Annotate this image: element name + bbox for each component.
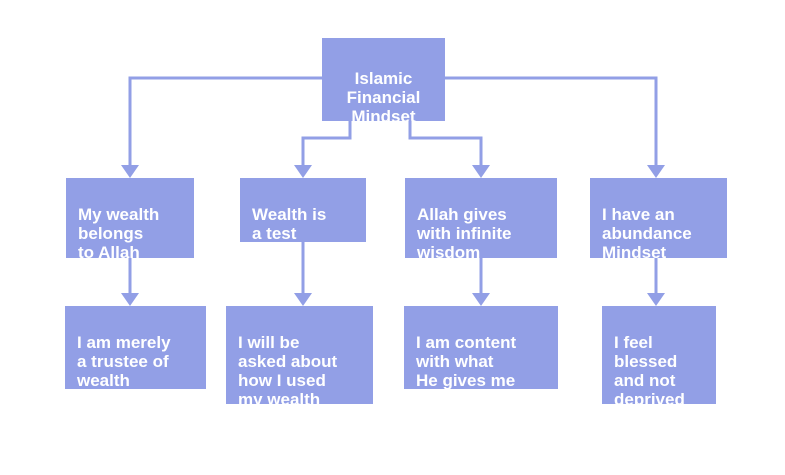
arrowhead-child-1	[121, 293, 139, 306]
arrowhead-branch-2	[294, 165, 312, 178]
branch-node-1: My wealth belongs to Allah	[66, 178, 194, 262]
arrowhead-branch-3	[472, 165, 490, 178]
child-node-label: I am content with what He gives me	[416, 333, 517, 390]
branch-node-label: My wealth belongs to Allah	[78, 205, 160, 262]
root-node-label: Islamic Financial Mindset	[346, 69, 421, 126]
arrowhead-child-3	[472, 293, 490, 306]
branch-node-label: Wealth is a test	[252, 205, 327, 243]
connector-root-branch-3	[408, 121, 483, 168]
child-node-1: I am merely a trustee of wealth	[65, 306, 206, 390]
arrowhead-child-4	[647, 293, 665, 306]
child-node-2: I will be asked about how I used my weal…	[226, 306, 373, 409]
branch-node-label: Allah gives with infinite wisdom	[417, 205, 512, 262]
arrowhead-branch-4	[647, 165, 665, 178]
child-node-4: I feel blessed and not deprived	[602, 306, 716, 409]
connector-root-branch-2	[301, 121, 352, 168]
arrowhead-child-2	[294, 293, 312, 306]
child-node-label: I feel blessed and not deprived	[614, 333, 685, 409]
branch-node-3: Allah gives with infinite wisdom	[405, 178, 557, 262]
branch-node-4: I have an abundance Mindset	[590, 178, 727, 262]
arrowhead-branch-1	[121, 165, 139, 178]
child-node-label: I am merely a trustee of wealth	[77, 333, 171, 390]
child-node-label: I will be asked about how I used my weal…	[238, 333, 338, 409]
branch-node-label: I have an abundance Mindset	[602, 205, 692, 262]
connector-root-branch-4	[445, 76, 658, 168]
child-node-3: I am content with what He gives me	[404, 306, 558, 390]
connector-root-branch-1	[128, 76, 322, 168]
branch-node-2: Wealth is a test	[240, 178, 366, 243]
root-node: Islamic Financial Mindset	[322, 38, 445, 126]
